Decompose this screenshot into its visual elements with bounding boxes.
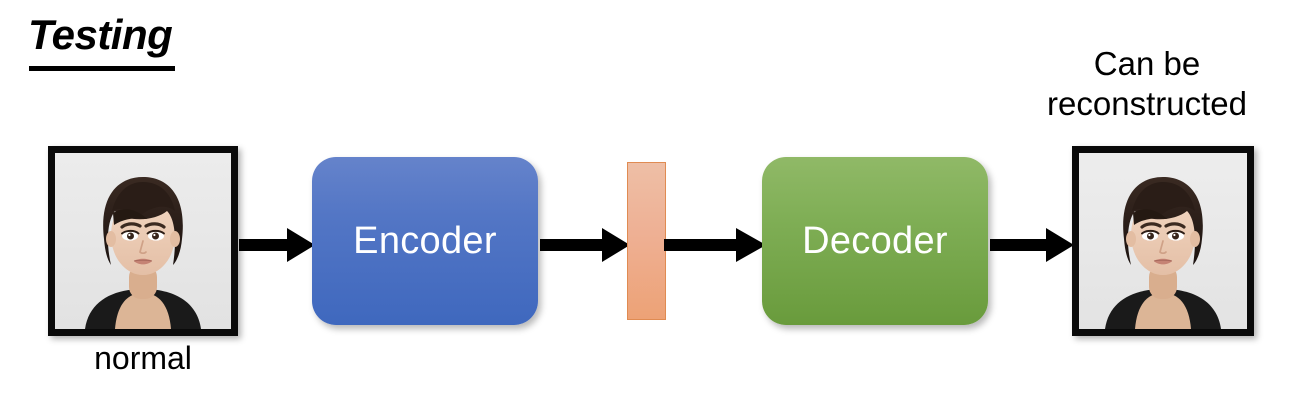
decoder-label: Decoder: [802, 219, 948, 262]
output-caption-line-1: Can be: [1093, 45, 1201, 82]
arrow-encoder-to-latent: [540, 228, 630, 262]
page-title: Testing: [28, 11, 173, 58]
latent-bar-icon[interactable]: [627, 162, 666, 320]
output-photo-frame: [1072, 146, 1254, 336]
portrait-photo-icon: [1079, 153, 1247, 329]
input-photo-caption: normal: [94, 340, 192, 376]
input-photo-frame: [48, 146, 238, 336]
arrow-decoder-to-output: [990, 228, 1074, 262]
portrait-photo-icon: [55, 153, 231, 329]
arrow-latent-to-decoder: [664, 228, 766, 262]
page-title-underline: [29, 66, 175, 71]
decoder-block[interactable]: Decoder: [762, 157, 988, 325]
output-caption-line-2: reconstructed: [1047, 85, 1247, 123]
encoder-block[interactable]: Encoder: [312, 157, 538, 325]
encoder-label: Encoder: [353, 219, 497, 262]
arrow-input-to-encoder: [239, 228, 315, 262]
output-photo-caption: Can be reconstructed: [1006, 44, 1288, 125]
